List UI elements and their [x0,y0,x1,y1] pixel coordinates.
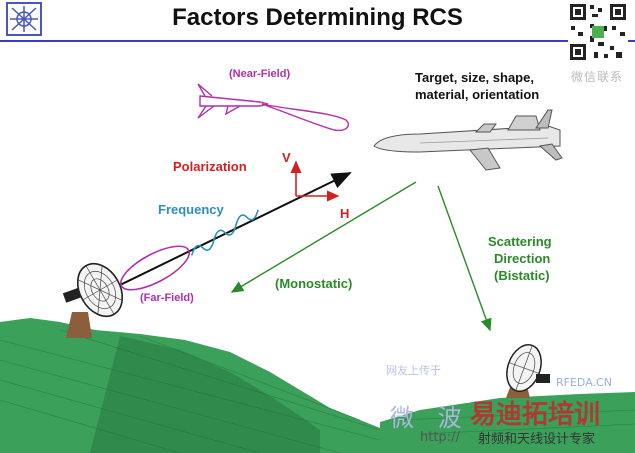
watermark-url: http:// [420,430,460,445]
near-field-label: (Near-Field) [229,68,290,80]
v-axis-label: V [282,150,291,165]
target-label: Target, size, shape, [415,70,534,85]
bistatic-arrow [438,186,490,330]
h-axis-label: H [340,206,349,221]
scattering-label-line1: Scattering [488,234,552,249]
watermark-brand-red: 易迪拓培训 [470,394,600,431]
monostatic-label: (Monostatic) [275,276,352,291]
radar-dish-left [63,256,131,338]
watermark-site: RFEDA.CN [556,376,612,389]
watermark-brand: 微 波 [390,398,470,433]
scattering-label-line3: (Bistatic) [494,268,550,283]
far-field-label: (Far-Field) [140,292,194,304]
frequency-label: Frequency [158,202,224,217]
near-field-missile [198,84,348,130]
target-missile [374,110,562,170]
watermark-tagline: 射频和天线设计专家 [478,428,595,447]
watermark-site-top: 网友上传于 [386,362,441,378]
polarization-label: Polarization [173,159,247,174]
radar-dish-right [501,340,550,398]
scattering-label-line2: Direction [494,251,550,266]
target-label-line2: material, orientation [415,87,539,102]
